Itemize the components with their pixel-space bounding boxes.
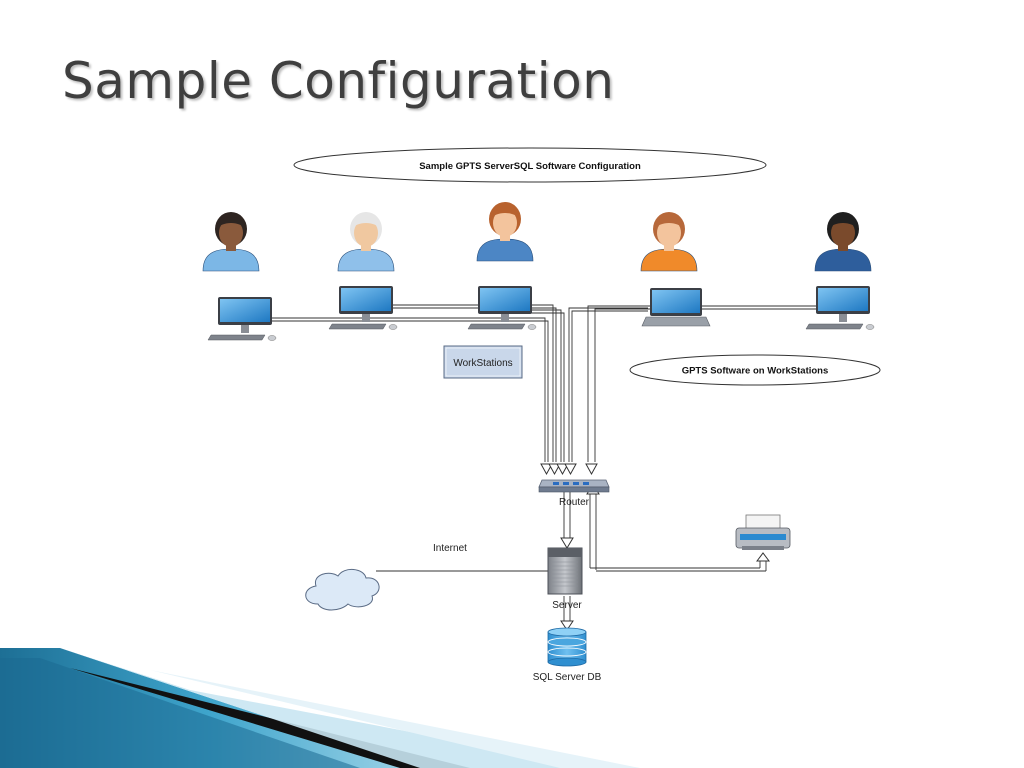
desktop-monitor-icon bbox=[467, 286, 537, 330]
user-avatar-icon bbox=[202, 212, 260, 272]
internet-label: Internet bbox=[433, 543, 467, 554]
printer-icon bbox=[735, 514, 791, 550]
router-label: Router bbox=[559, 497, 590, 508]
software-ellipse: GPTS Software on WorkStations bbox=[629, 354, 881, 386]
laptop-icon bbox=[641, 288, 711, 327]
software-label: GPTS Software on WorkStations bbox=[682, 366, 829, 377]
diagram-title-ellipse: Sample GPTS ServerSQL Software Configura… bbox=[293, 147, 767, 183]
db-label: SQL Server DB bbox=[533, 672, 602, 683]
database-icon bbox=[547, 627, 587, 667]
router-icon bbox=[538, 479, 610, 493]
user-avatar-icon bbox=[640, 212, 698, 272]
server-label: Server bbox=[552, 600, 582, 611]
diagram-title-label: Sample GPTS ServerSQL Software Configura… bbox=[419, 161, 641, 172]
workstation-group bbox=[207, 286, 875, 341]
server-icon bbox=[547, 547, 583, 595]
desktop-monitor-icon bbox=[805, 286, 875, 330]
cloud-icon bbox=[305, 569, 380, 611]
user-avatar-icon bbox=[337, 212, 395, 272]
desktop-monitor-icon bbox=[328, 286, 398, 330]
user-avatar-icon bbox=[814, 212, 872, 272]
decorative-corner-band bbox=[0, 648, 640, 768]
desktop-monitor-icon bbox=[207, 297, 277, 341]
user-group bbox=[202, 202, 872, 272]
workstations-box: WorkStations bbox=[443, 345, 523, 379]
workstations-label: WorkStations bbox=[453, 358, 512, 369]
user-avatar-icon bbox=[476, 202, 534, 262]
slide-title: Sample Configuration bbox=[62, 52, 615, 110]
